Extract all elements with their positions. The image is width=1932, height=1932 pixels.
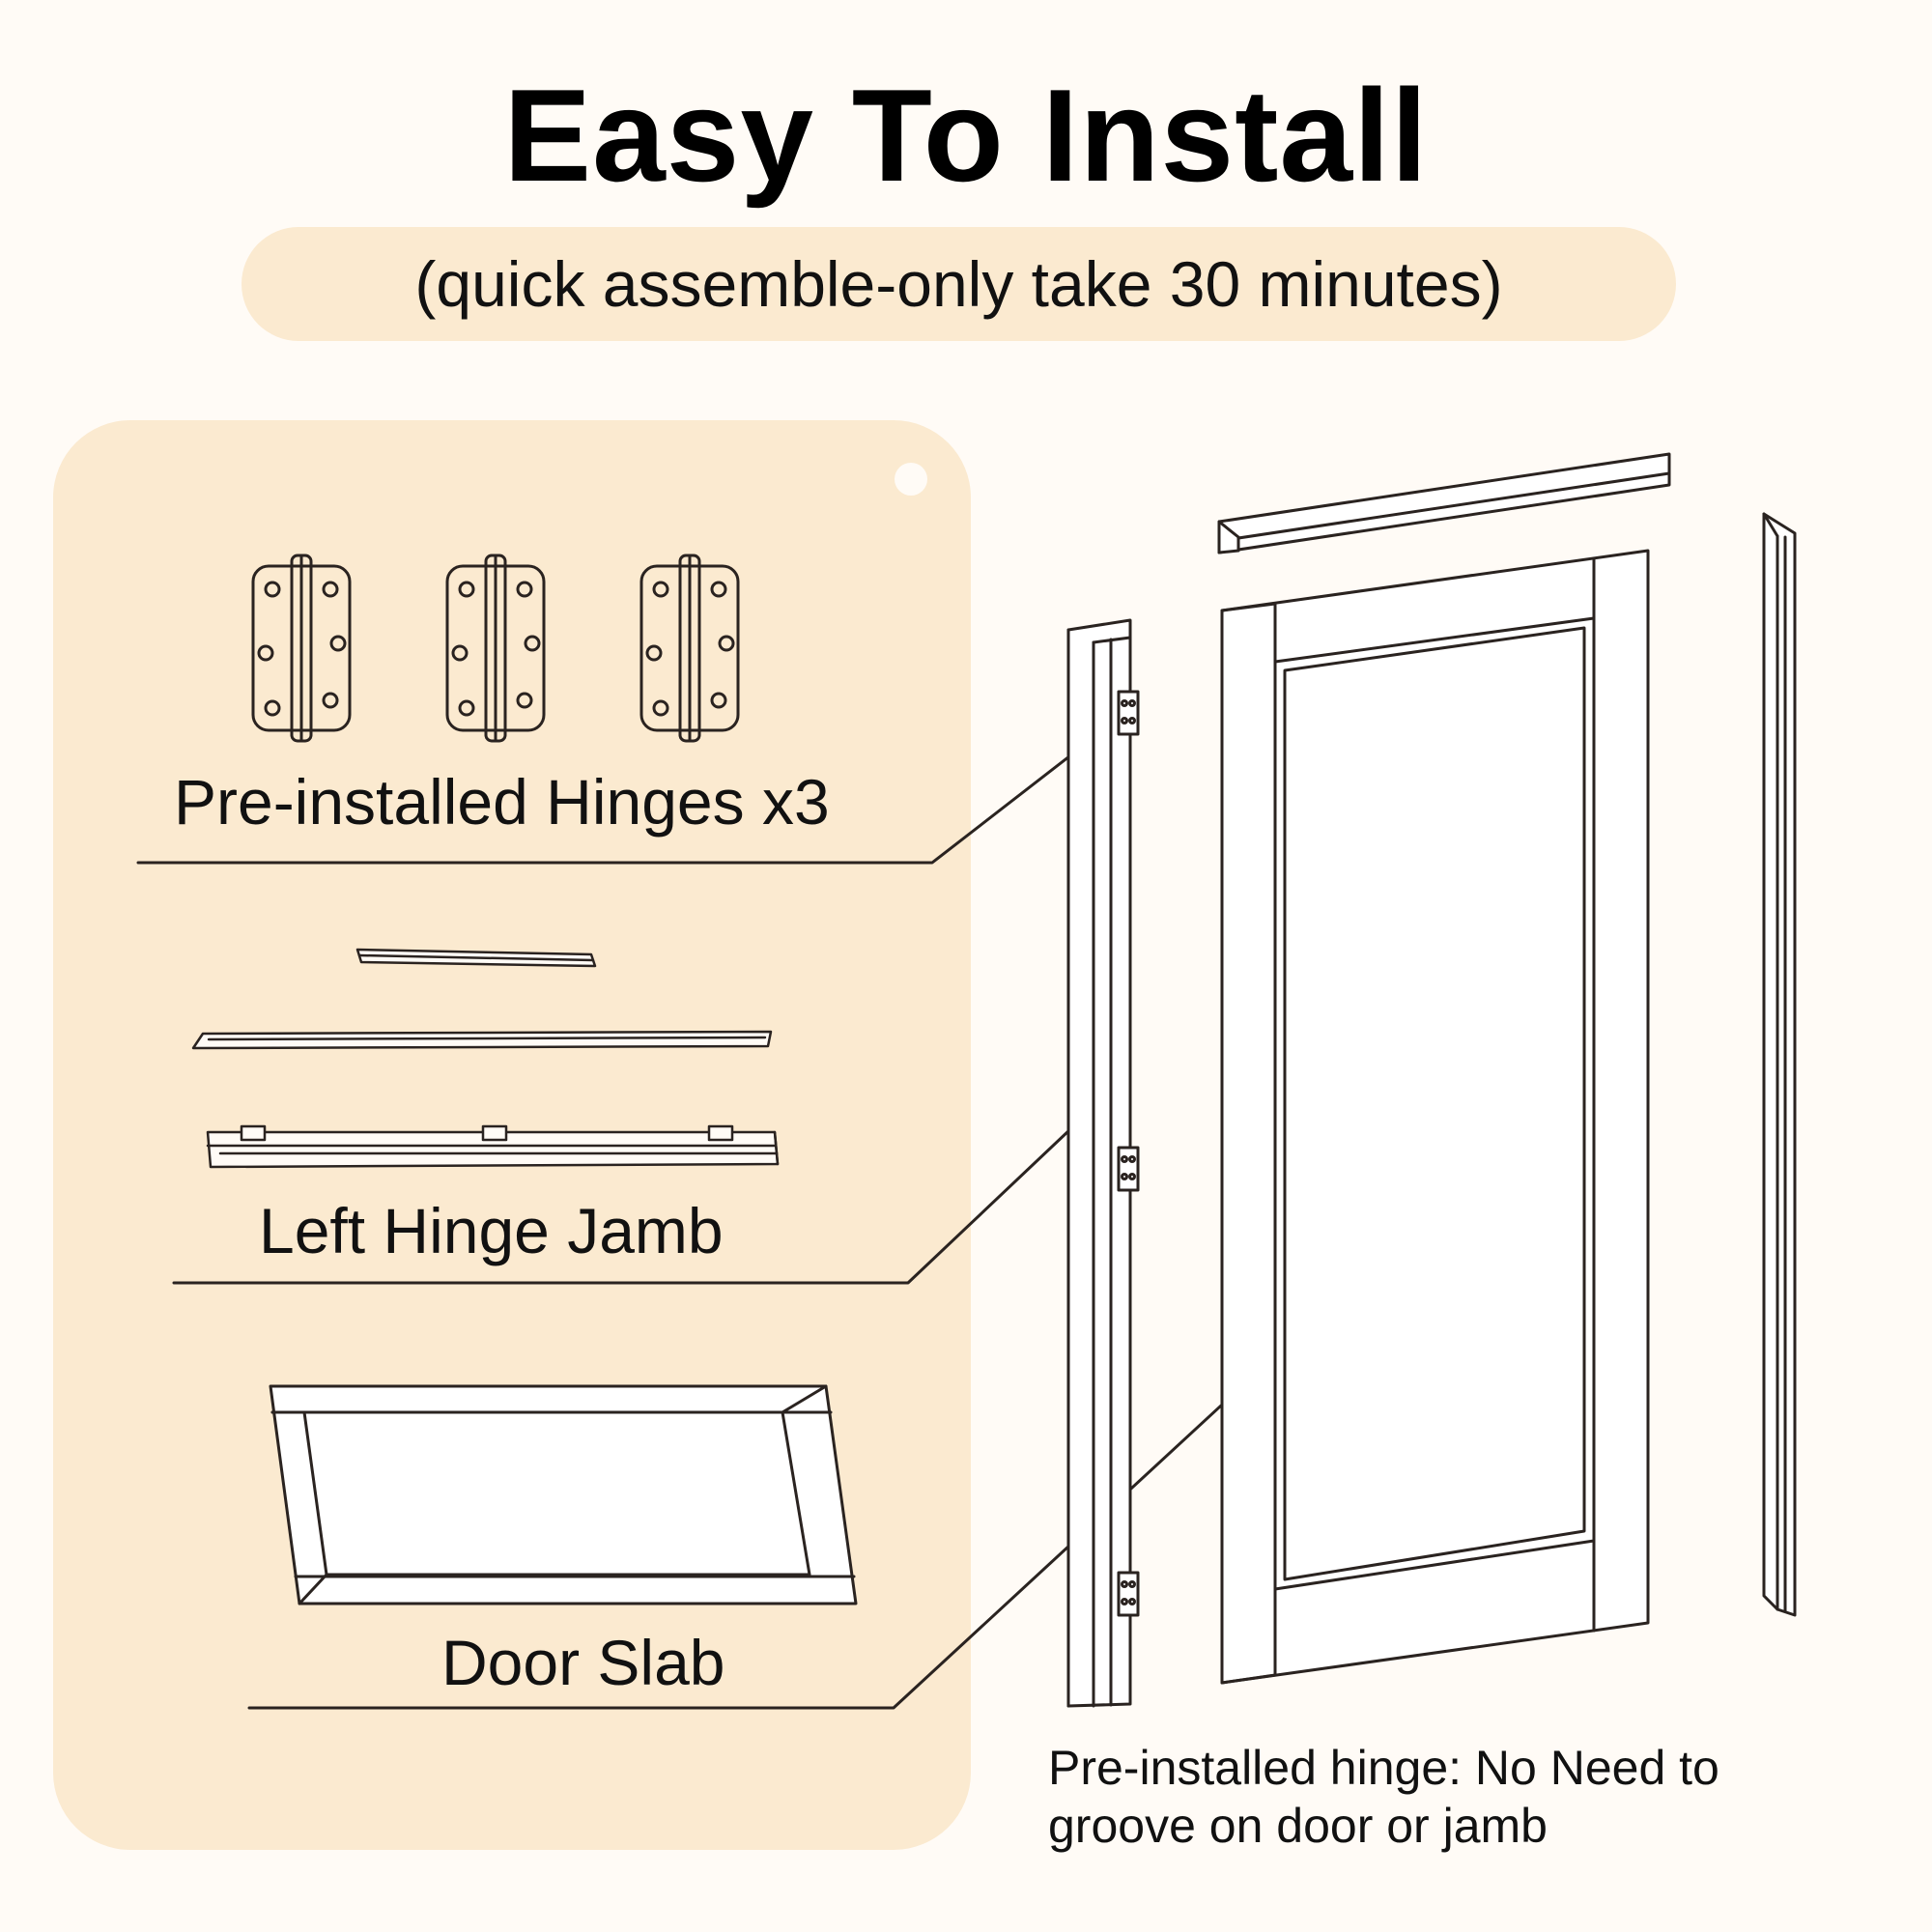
hinge-icon-1 — [251, 554, 352, 743]
page-title: Easy To Install — [503, 62, 1429, 209]
hinge-note: Pre-installed hinge: No Need to groove o… — [1048, 1739, 1898, 1855]
label-left-hinge-jamb: Left Hinge Jamb — [259, 1195, 724, 1266]
leader-line-slab — [247, 1370, 1260, 1710]
hinge-note-line-2: groove on door or jamb — [1048, 1799, 1548, 1853]
subtitle: (quick assemble-only take 30 minutes) — [414, 248, 1503, 320]
stop-strip — [191, 1030, 773, 1050]
subtitle-pill — [242, 227, 1676, 341]
head-jamb-small — [355, 948, 597, 968]
label-door-slab: Door Slab — [441, 1627, 725, 1698]
left-hinge-jamb — [1066, 618, 1140, 1708]
leader-line-hinges — [136, 724, 1110, 865]
left-hinge-jamb-small — [206, 1124, 780, 1169]
label-hinges: Pre-installed Hinges x3 — [174, 766, 830, 838]
panel-hole — [895, 463, 927, 496]
hinge-note-line-1: Pre-installed hinge: No Need to — [1048, 1741, 1719, 1795]
door-slab-small — [269, 1384, 858, 1605]
right-jamb — [1762, 512, 1797, 1617]
hinge-icon-2 — [445, 554, 546, 743]
head-jamb — [1217, 452, 1671, 554]
hinge-icon-3 — [639, 554, 740, 743]
leader-line-jamb — [172, 1111, 1090, 1285]
door-slab — [1220, 549, 1650, 1685]
